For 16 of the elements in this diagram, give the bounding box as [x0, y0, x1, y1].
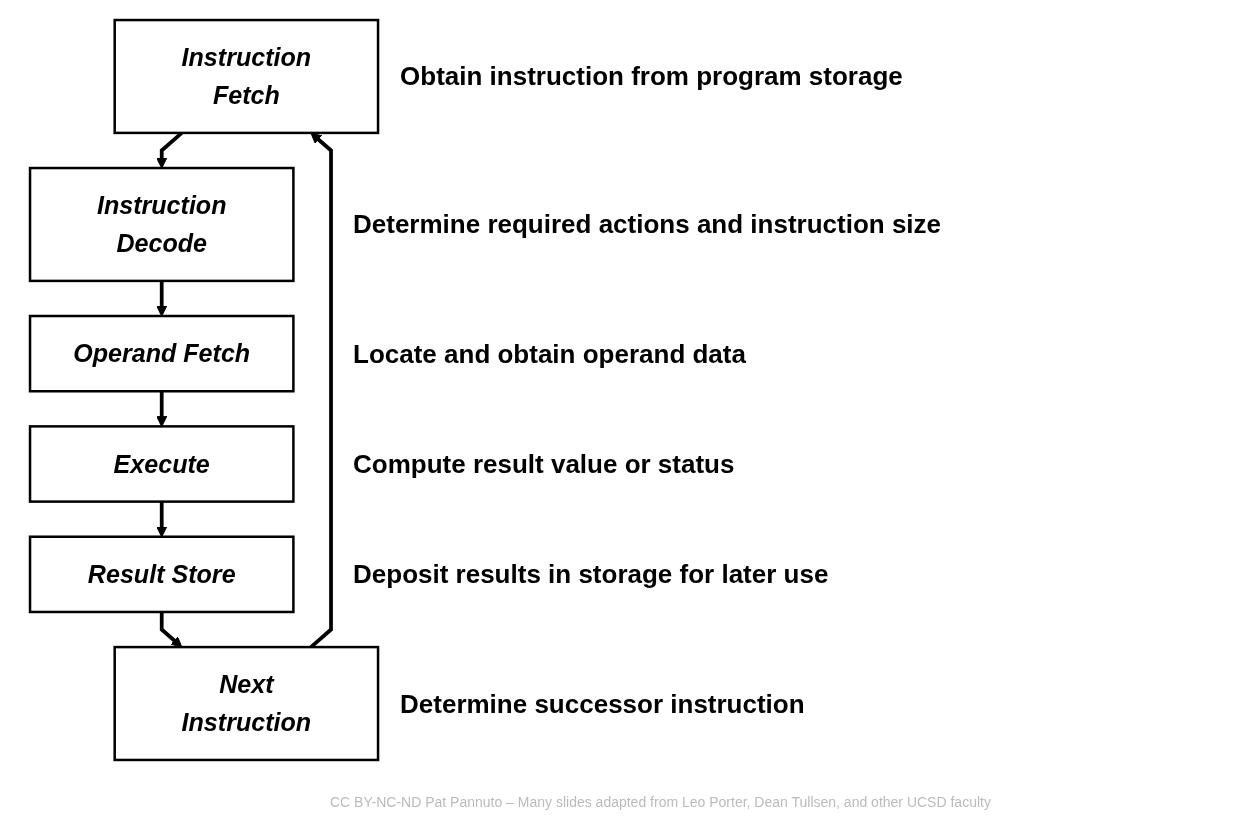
- node-box: Execute: [28, 425, 295, 503]
- node-box: Next Instruction: [113, 645, 380, 762]
- step-description: Determine required actions and instruction size: [353, 208, 942, 240]
- step-description: Obtain instruction from program storage: [400, 60, 903, 92]
- arrow: [159, 612, 183, 648]
- step-description: Deposit results in storage for later use: [353, 558, 829, 590]
- step-description: Locate and obtain operand data: [353, 338, 746, 370]
- step-description: Determine successor instruction: [400, 688, 805, 719]
- credit-note: CC BY-NC-ND Pat Pannuto – Many slides adapted from Leo Porter, Dean Tullsen, and other UCSD faculty: [330, 794, 991, 810]
- node-box: Operand Fetch: [28, 314, 295, 393]
- node-box: Instruction Fetch: [113, 18, 380, 135]
- node-box: Instruction Decode: [28, 166, 295, 283]
- arrow: [156, 391, 168, 427]
- step-description: Compute result value or status: [353, 448, 735, 480]
- node-box: Result Store: [28, 535, 295, 614]
- arrow: [156, 280, 168, 317]
